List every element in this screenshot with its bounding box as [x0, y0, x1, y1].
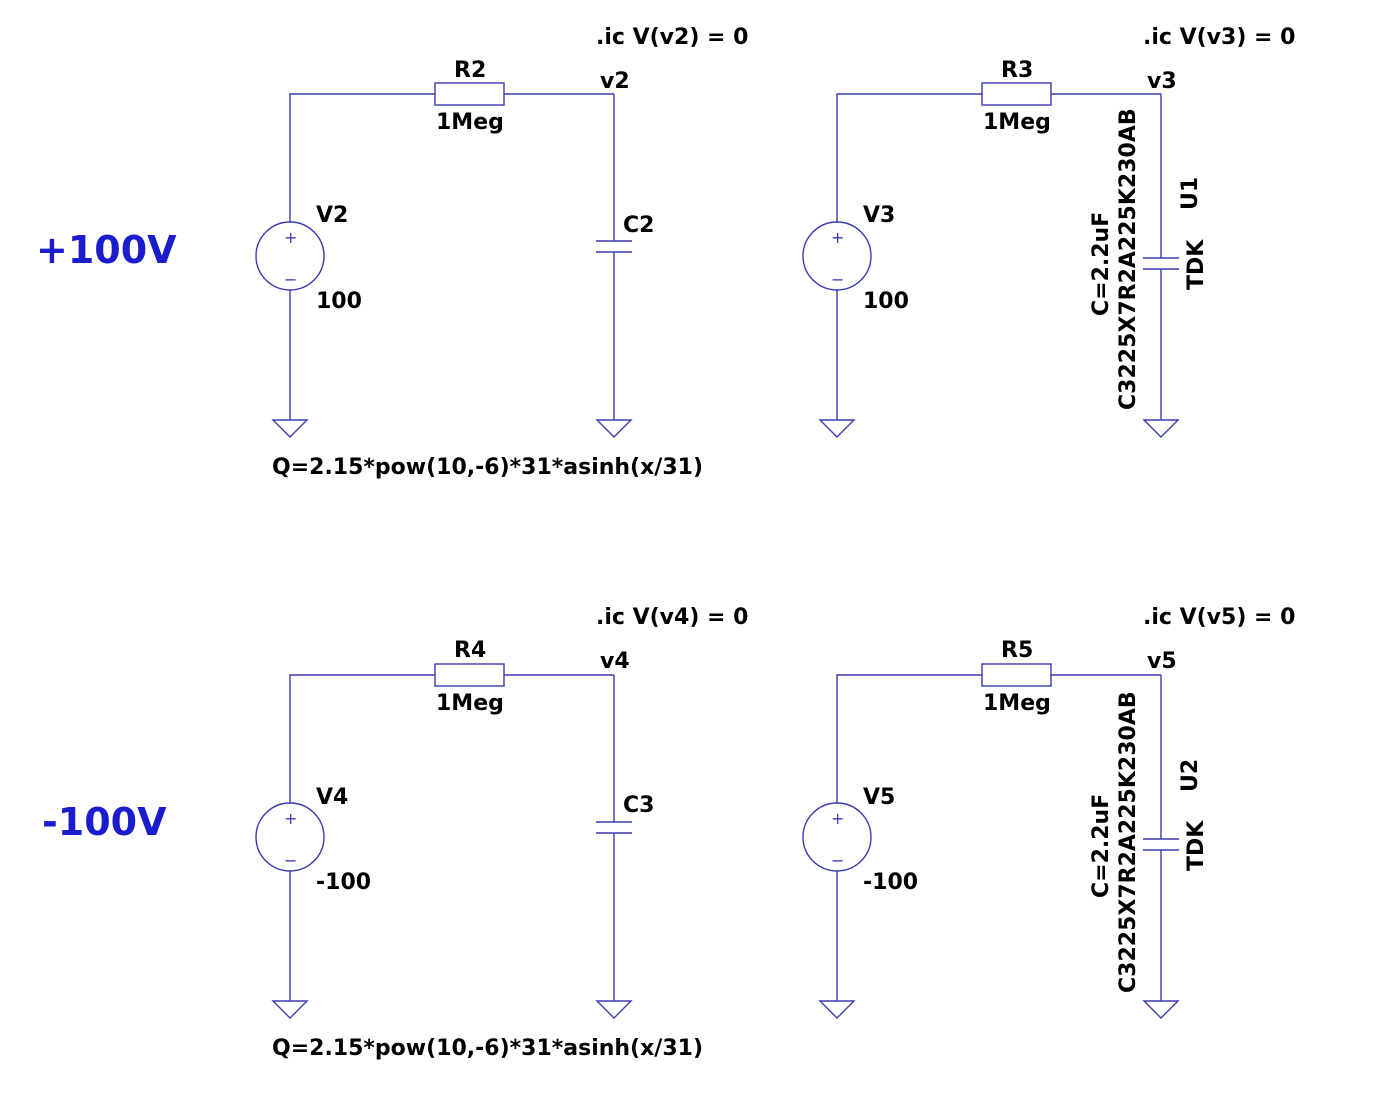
source-name: V5 [863, 785, 895, 810]
row-voltage-label: -100V [42, 800, 167, 844]
charge-formula: Q=2.15*pow(10,-6)*31*asinh(x/31) [272, 1036, 703, 1061]
ground-symbol [595, 419, 633, 438]
node-label: v3 [1147, 69, 1177, 94]
resistor[interactable] [981, 82, 1052, 106]
plus-sign: + [284, 228, 297, 247]
ic-directive[interactable]: .ic V(v4) = 0 [596, 605, 748, 630]
capacitor-part-number: C3225X7R2A225K230AB [1116, 691, 1141, 993]
ground-symbol [1142, 1000, 1180, 1019]
node-label: v2 [600, 69, 630, 94]
charge-formula: Q=2.15*pow(10,-6)*31*asinh(x/31) [272, 455, 703, 480]
capacitor-ref: U1 [1178, 177, 1203, 210]
circuit-row-negative: -100V .ic V(v4) = 0 R4 1Meg v4 + − V4 -1… [42, 605, 1295, 1061]
capacitor-name: C3 [623, 793, 654, 818]
capacitor-manufacturer: TDK [1184, 820, 1209, 871]
source-value: 100 [863, 289, 909, 314]
row-voltage-label: +100V [36, 228, 177, 272]
source-value: 100 [316, 289, 362, 314]
ground-symbol [595, 1000, 633, 1019]
resistor-name: R3 [1001, 58, 1033, 83]
minus-sign: − [284, 851, 297, 870]
minus-sign: − [284, 270, 297, 289]
wire-top [836, 674, 982, 803]
wire-top [289, 674, 435, 803]
ic-directive[interactable]: .ic V(v5) = 0 [1143, 605, 1295, 630]
resistor-name: R5 [1001, 638, 1033, 663]
resistor[interactable] [434, 663, 505, 687]
capacitor-ref: U2 [1178, 759, 1203, 792]
plus-sign: + [831, 228, 844, 247]
resistor-name: R4 [454, 638, 486, 663]
resistor-value: 1Meg [983, 691, 1051, 716]
minus-sign: − [831, 270, 844, 289]
resistor-value: 1Meg [436, 110, 504, 135]
circuit-row-positive: +100V .ic V(v2) = 0 R2 1Meg v2 + − V2 10… [36, 25, 1295, 480]
capacitor-manufacturer: TDK [1184, 239, 1209, 290]
ground-symbol [818, 1000, 856, 1019]
resistor[interactable] [434, 82, 505, 106]
ic-directive[interactable]: .ic V(v2) = 0 [596, 25, 748, 50]
ground-symbol [1142, 419, 1180, 438]
resistor-value: 1Meg [983, 110, 1051, 135]
node-label: v4 [600, 649, 630, 674]
capacitor-value: C=2.2uF [1089, 794, 1114, 898]
right-circuit: .ic V(v3) = 0 R3 1Meg v3 + − V3 100 C322… [802, 25, 1295, 438]
ground-symbol [271, 419, 309, 438]
plus-sign: + [831, 809, 844, 828]
ic-directive[interactable]: .ic V(v3) = 0 [1143, 25, 1295, 50]
source-name: V4 [316, 785, 348, 810]
wire-top [836, 93, 982, 222]
node-label: v5 [1147, 649, 1177, 674]
right-circuit: .ic V(v5) = 0 R5 1Meg v5 + − V5 -100 C32… [802, 605, 1295, 1019]
minus-sign: − [831, 851, 844, 870]
wire-top [289, 93, 435, 222]
capacitor-value: C=2.2uF [1089, 212, 1114, 316]
plus-sign: + [284, 809, 297, 828]
source-name: V3 [863, 203, 895, 228]
source-value: -100 [316, 870, 371, 895]
source-value: -100 [863, 870, 918, 895]
left-circuit: .ic V(v2) = 0 R2 1Meg v2 + − V2 100 C2 Q… [255, 25, 748, 480]
source-name: V2 [316, 203, 348, 228]
capacitor-part-number: C3225X7R2A225K230AB [1116, 108, 1141, 410]
resistor[interactable] [981, 663, 1052, 687]
resistor-value: 1Meg [436, 691, 504, 716]
ground-symbol [271, 1000, 309, 1019]
capacitor-name: C2 [623, 213, 654, 238]
left-circuit: .ic V(v4) = 0 R4 1Meg v4 + − V4 -100 C3 … [255, 605, 748, 1061]
resistor-name: R2 [454, 58, 486, 83]
ground-symbol [818, 419, 856, 438]
